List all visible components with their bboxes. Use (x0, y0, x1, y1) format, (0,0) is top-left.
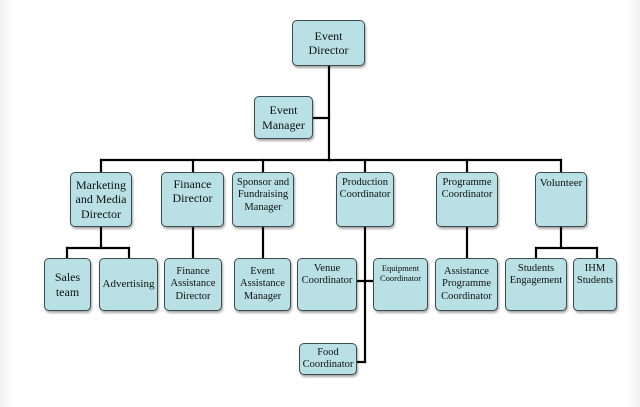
node-finance-director: Finance Director (161, 172, 224, 227)
node-event-manager: Event Manager (254, 96, 313, 139)
node-advertising: Advertising (99, 258, 158, 311)
node-production-coordinator: Production Coordinator (336, 172, 394, 227)
left-edge-shadow (0, 0, 14, 407)
node-ihm-students: IHM Students (573, 258, 617, 311)
node-venue-coordinator: Venue Coordinator (297, 258, 357, 311)
node-event-assistance-manager: Event Assistance Manager (234, 258, 291, 311)
node-assistance-programme-coordinator: Assistance Programme Coordinator (435, 258, 498, 311)
node-event-director: Event Director (292, 20, 365, 66)
right-edge-shadow (626, 0, 640, 407)
node-food-coordinator: Food Coordinator (299, 343, 357, 375)
node-students-engagement: Students Engagement (505, 258, 567, 311)
node-programme-coordinator: Programme Coordinator (436, 172, 498, 227)
node-sales-team: Sales team (44, 258, 91, 311)
node-finance-assistance-director: Finance Assistance Director (164, 258, 222, 311)
node-volunteer: Volunteer (535, 172, 587, 227)
node-equipment-coordinator: Equipment Coordinator (373, 258, 428, 311)
node-sponsor-fundraising-manager: Sponsor and Fundraising Manager (232, 172, 294, 227)
node-marketing-media-director: Marketing and Media Director (70, 172, 132, 227)
